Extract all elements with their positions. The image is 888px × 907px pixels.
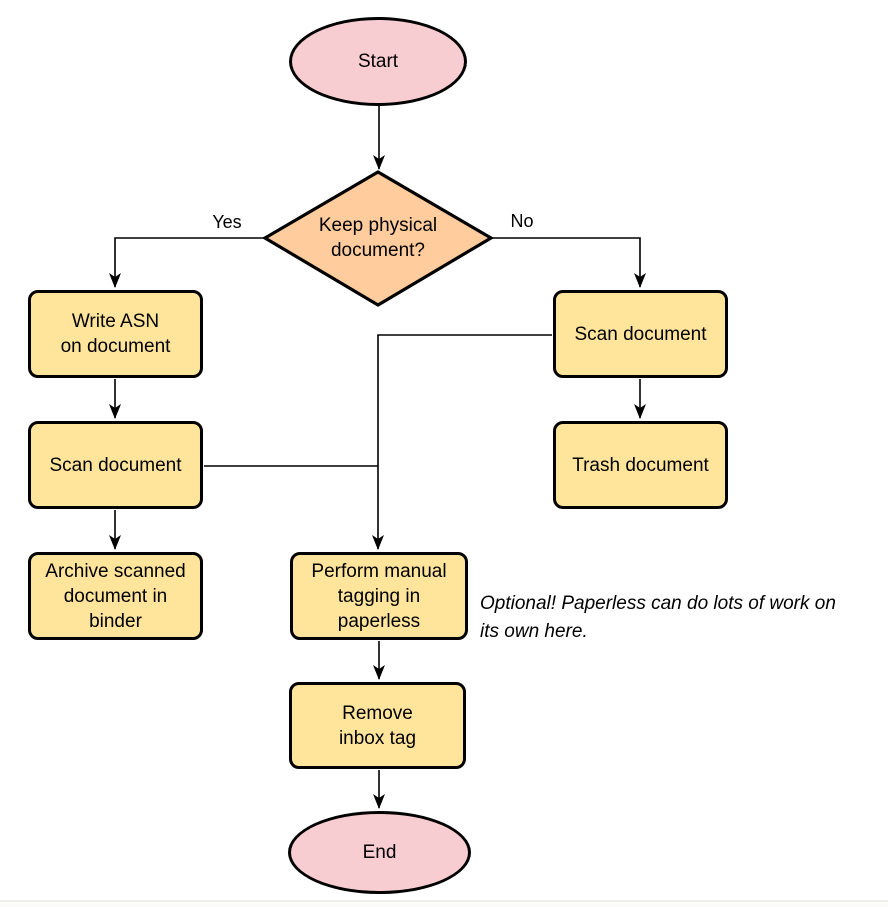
optional-note: Optional! Paperless can do lots of work …	[480, 593, 836, 642]
node-start: Start	[289, 17, 467, 106]
node-write-asn: Write ASN on document	[28, 290, 203, 378]
node-decision-label: Keep physical document?	[318, 215, 438, 261]
node-scan-document-right: Scan document	[553, 290, 728, 378]
node-trash-document: Trash document	[553, 421, 728, 509]
node-remove-inbox-tag-label: Remove inbox tag	[338, 702, 417, 749]
edge-label-yes: Yes	[212, 212, 242, 232]
node-scan-document-left: Scan document	[28, 421, 203, 509]
decision-diamond-shape	[261, 170, 495, 307]
edge-label-no: No	[510, 211, 534, 231]
node-scan-document-left-label: Scan document	[49, 454, 182, 476]
edge-decision-yes-to-write-asn	[109, 237, 264, 288]
edge-decision-no-to-scan-right	[490, 237, 646, 288]
node-archive-binder-label: Archive scanned document in binder	[45, 560, 186, 632]
node-remove-inbox-tag: Remove inbox tag	[289, 682, 466, 769]
node-manual-tagging-label: Perform manual tagging in paperless	[311, 560, 447, 632]
node-start-label: Start	[357, 51, 399, 72]
node-archive-binder: Archive scanned document in binder	[28, 552, 203, 640]
node-write-asn-label: Write ASN on document	[60, 311, 171, 357]
node-end-label: End	[362, 842, 397, 863]
page-bottom-edge	[0, 900, 888, 907]
node-scan-document-right-label: Scan document	[574, 323, 707, 345]
node-trash-document-label: Trash document	[572, 454, 709, 476]
node-manual-tagging: Perform manual tagging in paperless	[290, 552, 468, 640]
edge-scan-right-to-tagging	[372, 334, 552, 550]
node-end: End	[288, 811, 471, 894]
